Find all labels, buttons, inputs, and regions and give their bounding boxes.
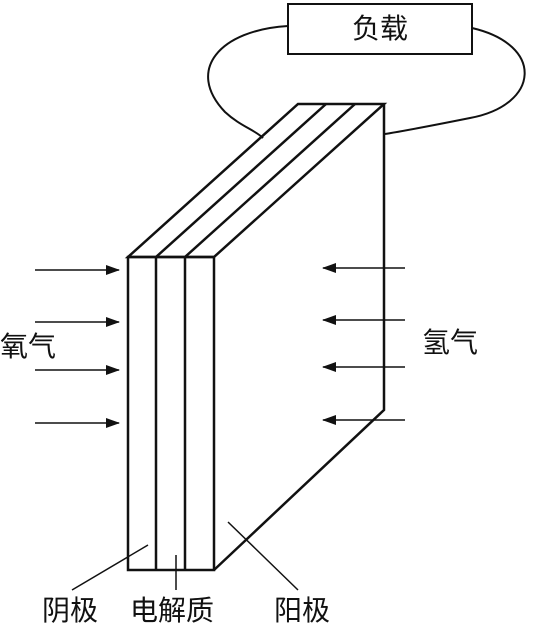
right-wire: [384, 27, 526, 135]
top-boundary-2: [184, 103, 356, 258]
top-boundary-1: [155, 103, 327, 258]
cathode-label: 阴极: [42, 594, 98, 627]
anode-label: 阳极: [274, 594, 330, 627]
electrolyte-label: 电解质: [130, 594, 214, 627]
hydrogen-arrows: [322, 263, 405, 425]
side-face: [213, 104, 386, 571]
cell-stack: [124, 102, 388, 572]
oxygen-label: 氧气: [0, 330, 56, 363]
top-face: [124, 102, 388, 259]
oxygen-arrows: [35, 265, 120, 428]
front-face: [126, 255, 216, 572]
load-label: 负载: [352, 12, 408, 45]
hydrogen-label: 氢气: [422, 326, 478, 359]
cathode-leader: [71, 544, 149, 591]
left-wire: [207, 25, 289, 139]
anode-leader: [227, 521, 299, 591]
